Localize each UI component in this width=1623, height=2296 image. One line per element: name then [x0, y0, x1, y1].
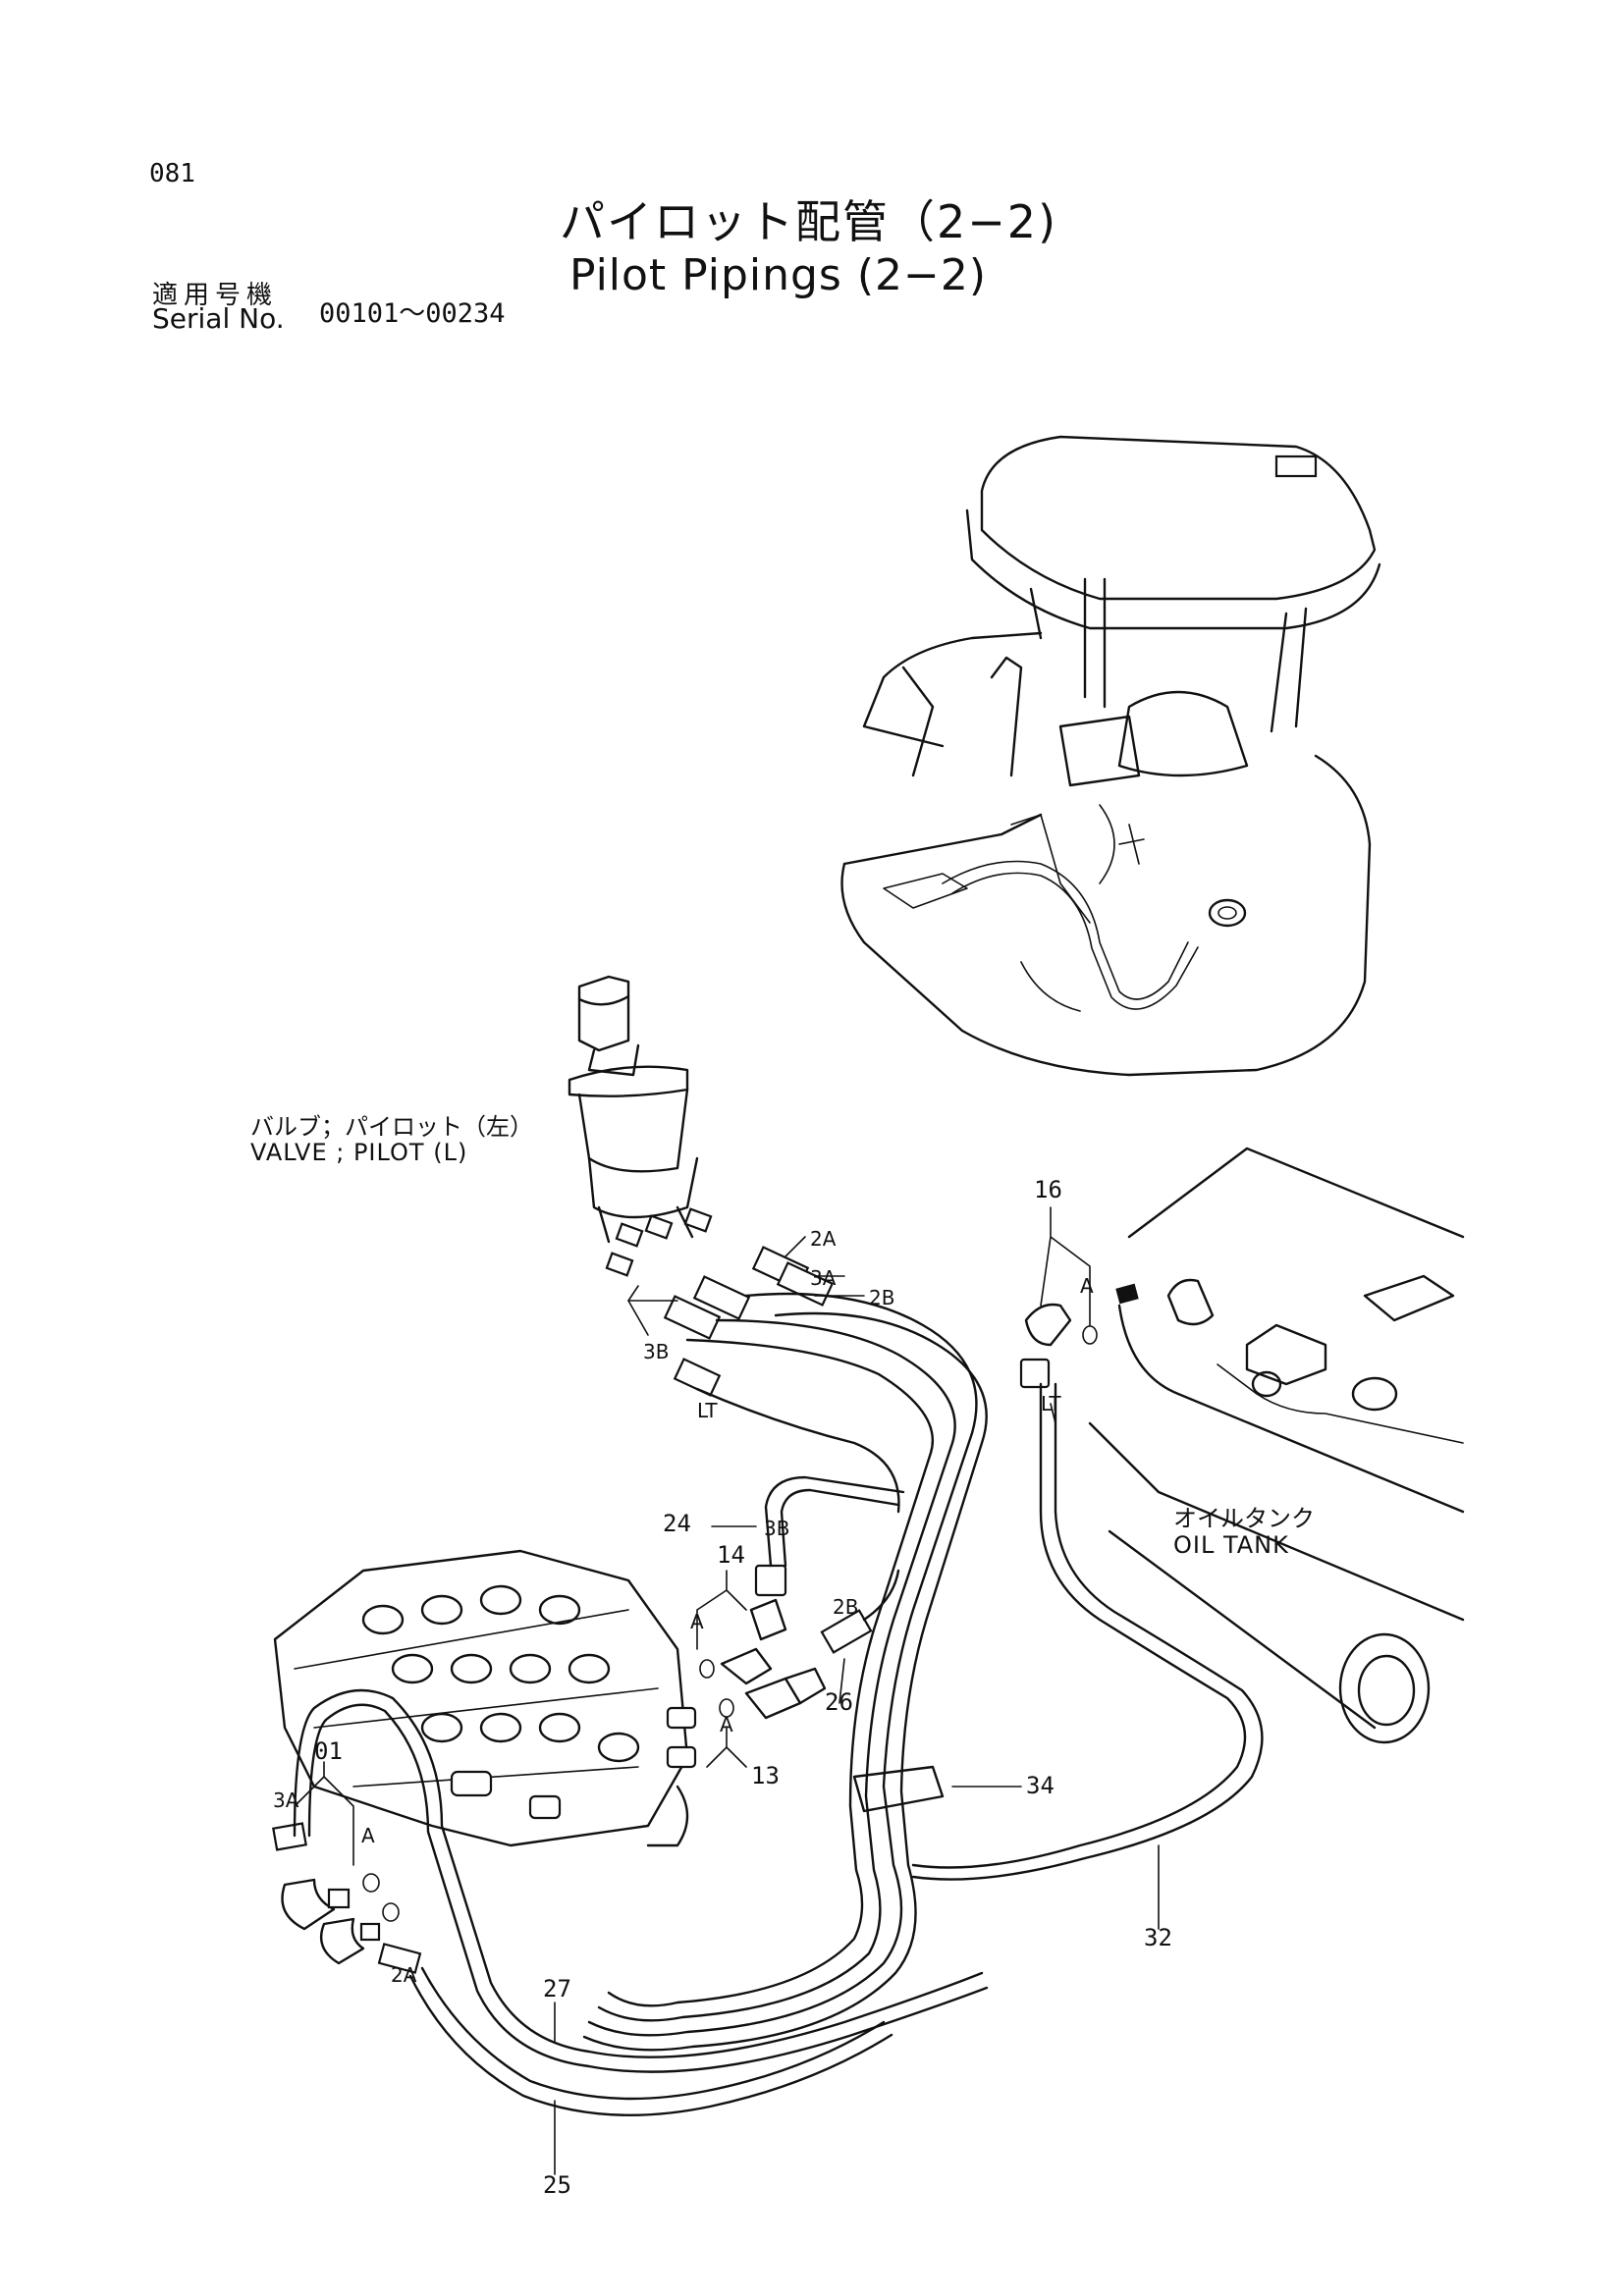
port-label: 3A — [273, 1789, 299, 1812]
port-label: A — [1080, 1274, 1094, 1298]
serial-label-japanese: 適用号機 — [152, 281, 279, 310]
port-label: 3A — [810, 1266, 837, 1290]
port-label: LT — [697, 1399, 718, 1422]
part-number: 01 — [314, 1737, 343, 1765]
part-number: 26 — [825, 1688, 853, 1716]
port-label: 2B — [869, 1286, 895, 1309]
control-valve-drawing — [273, 1549, 697, 1847]
part-number: 32 — [1144, 1924, 1172, 1951]
pilot-valve-label-japanese: バルブ；パイロット（左） — [250, 1113, 533, 1141]
title-japanese: パイロット配管（2−2) — [560, 195, 1058, 248]
tee-fittings-center — [699, 1303, 1098, 1720]
page-number: 081 — [149, 159, 195, 188]
port-label: 3B — [764, 1517, 790, 1540]
hose-lines-27-25 — [293, 1688, 989, 2116]
part-number: 24 — [663, 1510, 691, 1537]
oil-tank-label-english: OIL TANK — [1173, 1531, 1289, 1559]
port-label: 2B — [833, 1595, 859, 1619]
part-number: 27 — [543, 1975, 571, 2002]
title-english: Pilot Pipings (2−2) — [569, 250, 988, 300]
serial-range: 00101～00234 — [319, 298, 506, 329]
pilot-valve-left-drawing — [568, 975, 713, 1277]
port-label: 3B — [643, 1340, 670, 1363]
part-number: 16 — [1034, 1176, 1062, 1203]
port-label: A — [361, 1824, 375, 1847]
pilot-valve-label-english: VALVE ; PILOT (L) — [250, 1139, 468, 1166]
part-number: 14 — [717, 1541, 745, 1569]
hose-line-24 — [764, 1475, 905, 1568]
return-line-32 — [911, 1382, 1264, 1881]
elbow-fittings-left — [272, 1822, 422, 1974]
port-label: 2A — [810, 1227, 837, 1251]
machine-overview-drawing — [840, 435, 1381, 1077]
part-number: 34 — [1026, 1772, 1055, 1799]
oil-tank-label-japanese: オイルタンク — [1173, 1505, 1315, 1532]
hose-bundle — [582, 1292, 988, 2052]
oil-tank-drawing — [1088, 1147, 1465, 1744]
port-label: LT — [1041, 1392, 1061, 1415]
port-label: A — [720, 1713, 733, 1736]
part-number: 13 — [751, 1762, 780, 1789]
port-label: 2A — [391, 1963, 417, 1987]
hose-line-26 — [862, 1569, 900, 1622]
port-label: A — [690, 1610, 704, 1633]
part-number: 25 — [543, 2171, 571, 2199]
serial-label-english: Serial No. — [152, 302, 285, 335]
leader-lines — [294, 1206, 1160, 2175]
